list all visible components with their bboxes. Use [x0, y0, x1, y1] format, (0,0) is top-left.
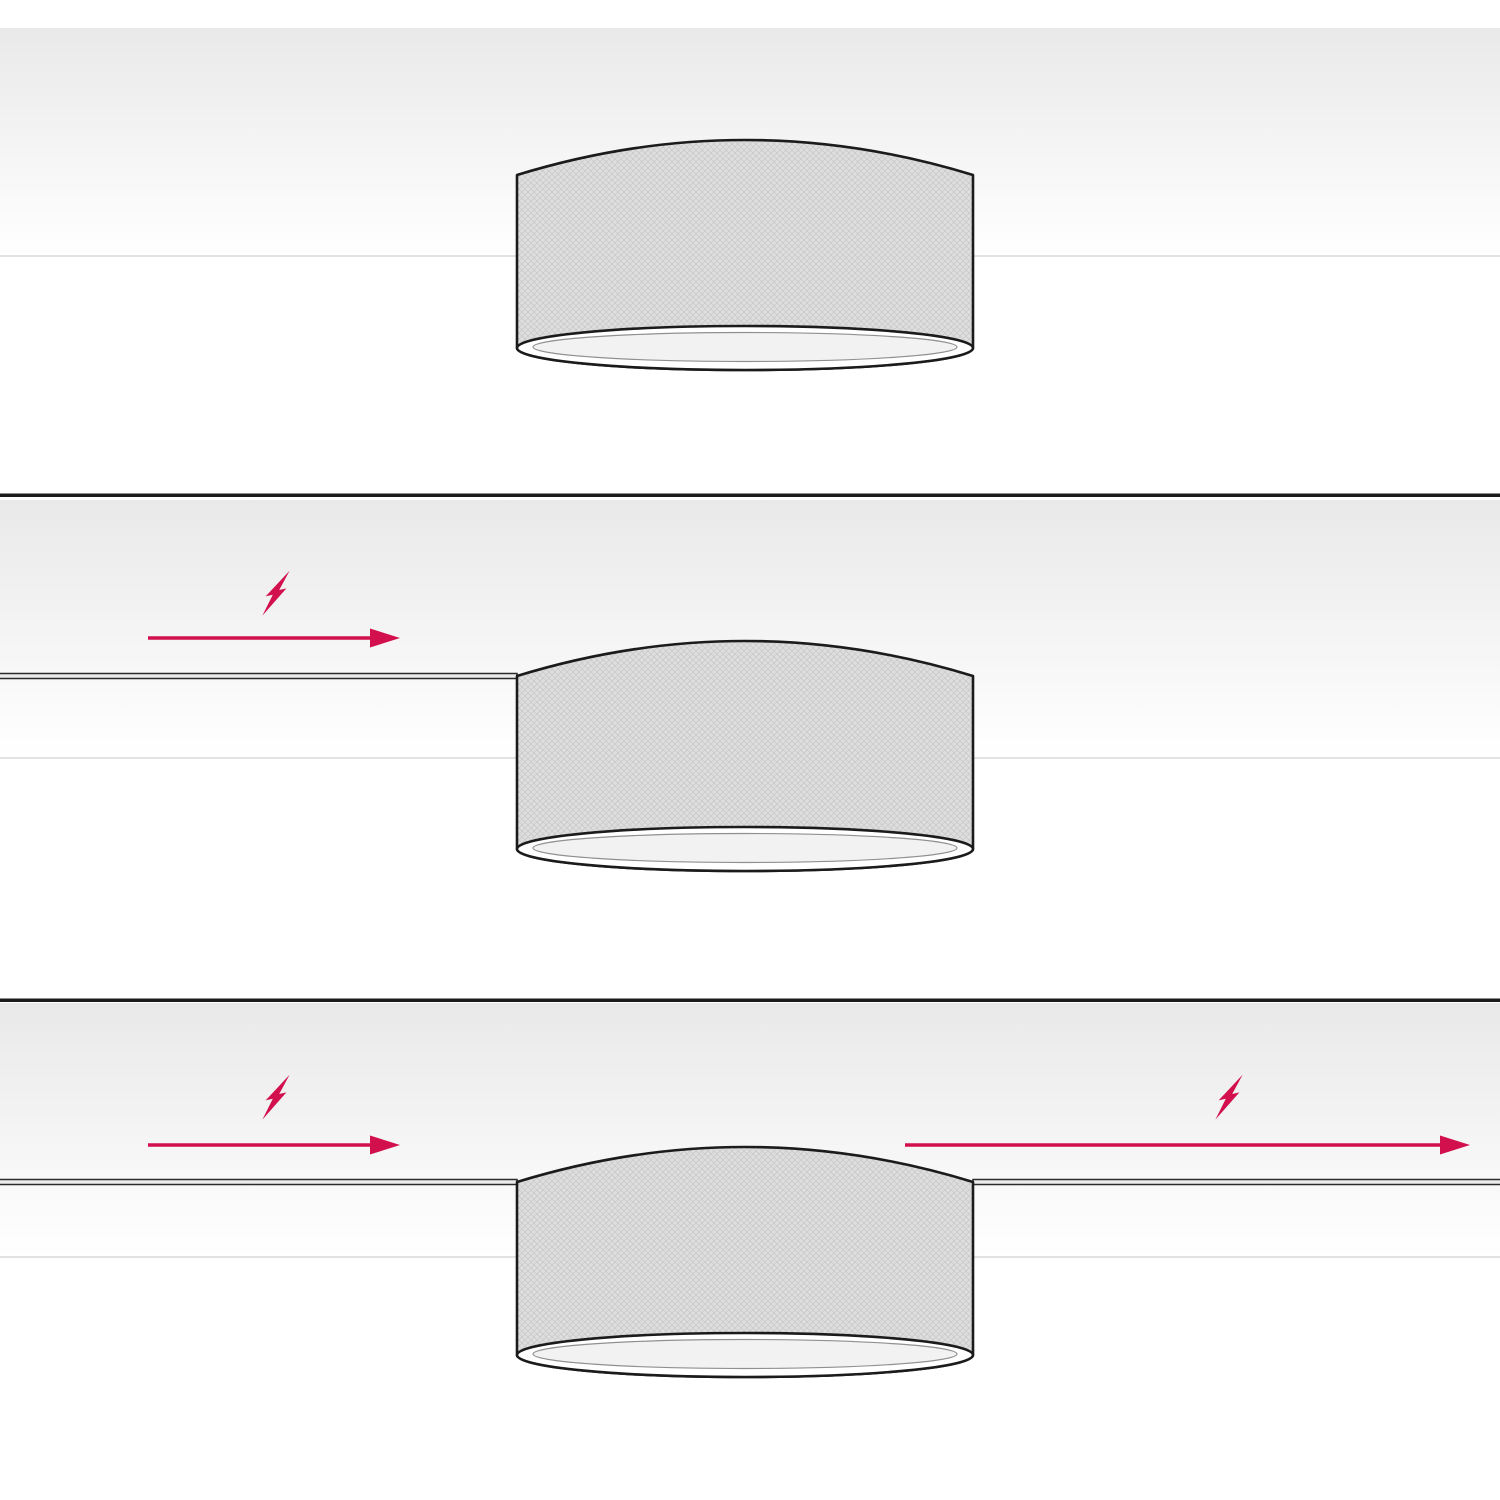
power-cable-left [0, 1178, 518, 1186]
power-flow-arrow-left [148, 1074, 400, 1155]
power-flow-arrow-left [148, 570, 400, 648]
lampshade-diffuser [532, 331, 958, 363]
lampshade-diffuser [532, 1338, 958, 1370]
power-flow-arrow-right [905, 1074, 1470, 1155]
diagram-panel-3 [0, 1003, 1500, 1379]
lightning-bolt-icon [262, 1074, 290, 1120]
diagram-panel-2 [0, 500, 1500, 873]
power-cable-right [972, 1178, 1500, 1186]
arrow-head [1440, 1135, 1470, 1155]
lampshade-diffuser [532, 832, 958, 864]
panel-divider-2 [0, 998, 1500, 1002]
lightning-bolt-icon [1215, 1074, 1243, 1120]
diagram-panel-1 [0, 28, 1500, 372]
drum-lampshade [515, 639, 975, 873]
power-cable-left [0, 672, 518, 680]
drum-lampshade [515, 138, 975, 372]
arrow-head [370, 628, 400, 648]
lightning-bolt-icon [262, 570, 290, 616]
panel-divider-1 [0, 493, 1500, 497]
drum-lampshade [515, 1145, 975, 1379]
arrow-head [370, 1135, 400, 1155]
